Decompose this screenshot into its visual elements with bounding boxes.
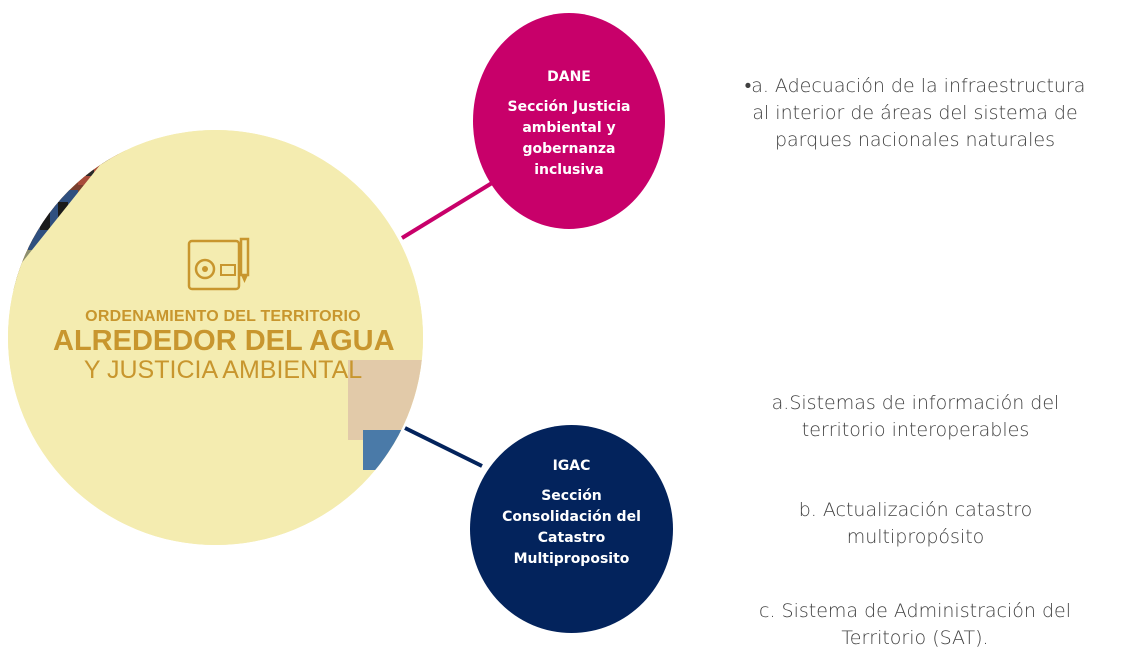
- igac-item-a: a.Sistemas de información del territorio…: [771, 392, 1060, 441]
- hub-title-line1: ORDENAMIENTO DEL TERRITORIO: [85, 308, 361, 325]
- node-igac-org: IGAC: [552, 458, 591, 474]
- blueprint-pencil-icon: [187, 237, 250, 291]
- igac-item-b: b. Actualización catastro multipropósito: [798, 499, 1033, 548]
- node-dane-section: Sección Justicia ambiental y gobernanza …: [507, 99, 631, 178]
- node-igac: IGAC Sección Consolidación del Catastro …: [470, 425, 673, 633]
- node-dane: DANE Sección Justicia ambiental y gobern…: [473, 13, 665, 229]
- hub-title: ORDENAMIENTO DEL TERRITORIO ALREDEDOR DE…: [53, 308, 395, 384]
- hub-title-line3: Y JUSTICIA AMBIENTAL: [83, 356, 363, 384]
- igac-item-c: c. Sistema de Administración del Territo…: [759, 600, 1071, 649]
- hub-photo-collage: [8, 130, 423, 545]
- node-igac-section: Sección Consolidación del Catastro Multi…: [502, 488, 641, 567]
- hub-circle: ORDENAMIENTO DEL TERRITORIO ALREDEDOR DE…: [8, 130, 423, 545]
- node-dane-org: DANE: [547, 69, 591, 85]
- dane-item-a: •a. Adecuación de la infraestructura al …: [744, 75, 1086, 151]
- hub-title-line2: ALREDEDOR DEL AGUA: [53, 325, 395, 357]
